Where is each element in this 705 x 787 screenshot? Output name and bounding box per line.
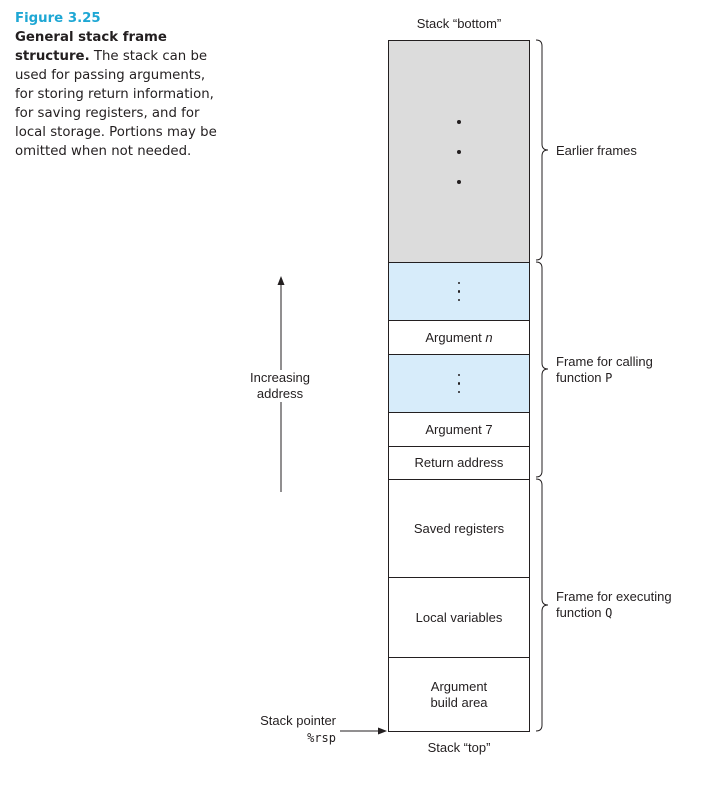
figure-title: General stack frame structure. (15, 30, 167, 64)
saved-registers-cell: Saved registers (389, 480, 529, 578)
stack-pointer-arrow-icon (340, 727, 387, 735)
calling-frame-brace (535, 261, 549, 478)
return-address-cell: Return address (389, 447, 529, 480)
stack-diagram: Argument n Argument 7 Return address Sav… (388, 40, 530, 732)
ellipsis-dots-icon (457, 107, 461, 197)
return-address-label: Return address (414, 455, 504, 470)
argument-build-area-label: Argument build area (430, 678, 488, 710)
argument-n-label: Argument n (425, 329, 493, 345)
stack-pointer-label: Stack pointer %rsp (260, 713, 336, 745)
calling-frame-label: Frame for calling function P (556, 354, 653, 385)
executing-frame-label: Frame for executing function Q (556, 589, 672, 620)
figure-caption: Figure 3.25 General stack frame structur… (15, 9, 225, 161)
stack-bottom-label: Stack “bottom” (416, 16, 502, 31)
frame-braces (535, 39, 549, 732)
rsp-register: %rsp (307, 731, 336, 745)
earlier-frames-brace (535, 39, 549, 261)
executing-frame-brace (535, 478, 549, 732)
argument-build-area-cell: Argument build area (389, 658, 529, 731)
earlier-frames-label: Earlier frames (556, 143, 637, 158)
ellipsis-dots-icon (457, 279, 461, 305)
increasing-address-label: Increasing address (230, 370, 330, 402)
figure-description: The stack can be used for passing argume… (15, 49, 217, 159)
caller-args-ellipsis-block (389, 263, 529, 321)
local-variables-label: Local variables (415, 609, 503, 625)
caller-args-middle-ellipsis-block (389, 355, 529, 413)
saved-registers-label: Saved registers (413, 520, 505, 536)
local-variables-cell: Local variables (389, 578, 529, 658)
ellipsis-dots-icon (457, 371, 461, 397)
argument-n-cell: Argument n (389, 321, 529, 355)
argument-7-cell: Argument 7 (389, 413, 529, 447)
argument-7-label: Argument 7 (425, 421, 493, 437)
stack-top-label: Stack “top” (427, 740, 491, 755)
earlier-frames-block (389, 41, 529, 263)
figure-label: Figure 3.25 (15, 11, 101, 26)
